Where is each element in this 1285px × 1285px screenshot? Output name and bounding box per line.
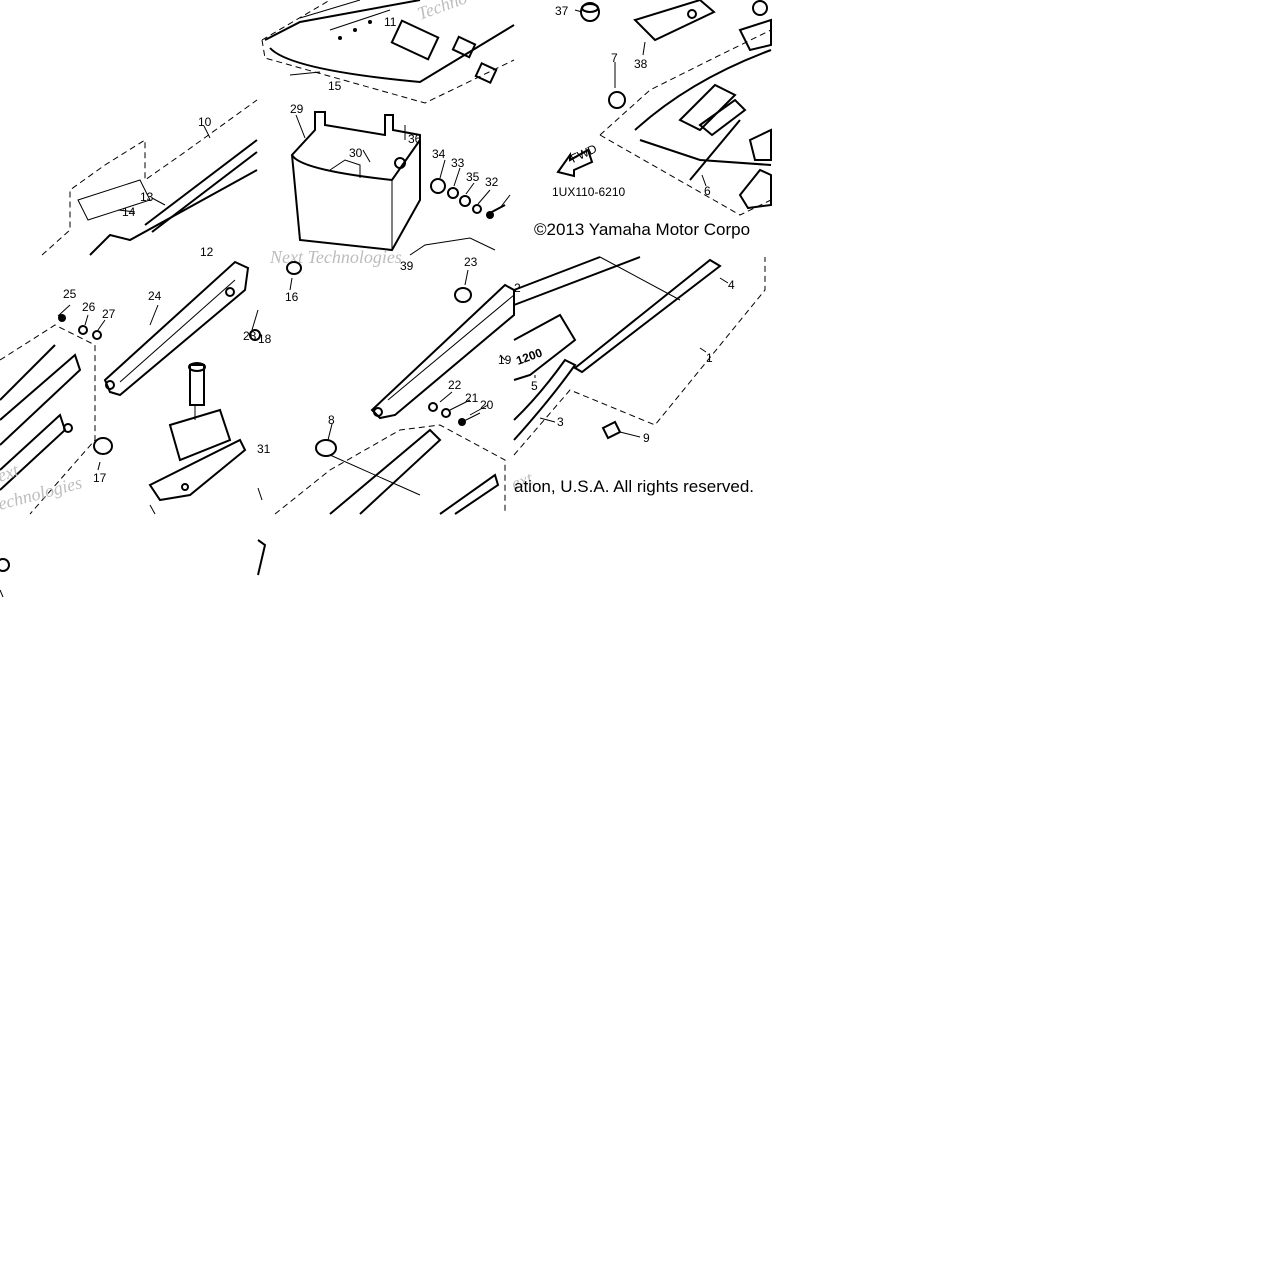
copyright-top: ©2013 Yamaha Motor Corpo [534, 220, 750, 239]
callout-17: 17 [93, 471, 107, 485]
fwd-arrow: FWD [556, 141, 599, 178]
callout-1: 1 [706, 351, 713, 365]
part-side-cover-19 [370, 283, 515, 420]
callout-15: 15 [328, 79, 342, 93]
callout-9: 9 [643, 431, 650, 445]
svg-text:Techno: Techno [415, 0, 470, 24]
callout-20: 20 [480, 398, 494, 412]
callout-2: 2 [514, 281, 521, 295]
copyright-bottom: ation, U.S.A. All rights reserved. [514, 477, 754, 496]
callout-10: 10 [198, 115, 212, 129]
callout-26: 26 [82, 300, 96, 314]
part-grommet-7 [608, 91, 626, 109]
part-grommet-23 [454, 287, 472, 303]
part-trim-strip-4 [573, 258, 722, 374]
callout-27: 27 [102, 307, 116, 321]
callout-24: 24 [148, 289, 162, 303]
callout-32: 32 [485, 175, 499, 189]
tile-rear-cover-badge: 1200 ext ation, U.S.A. All rights reserv… [509, 256, 766, 496]
callout-31: 31 [257, 442, 271, 456]
callout-30: 30 [349, 146, 363, 160]
model-badge: 1200 [514, 345, 544, 367]
callout-12: 12 [200, 245, 214, 259]
callout-5: 5 [531, 379, 538, 393]
part-grommet-8 [315, 439, 337, 457]
tile-right-cover-assembly [257, 261, 515, 576]
part-grommet-34 [430, 178, 446, 194]
callout-25: 25 [63, 287, 77, 301]
callout-19: 19 [498, 353, 512, 367]
callout-34: 34 [432, 147, 446, 161]
part-code-label: 1UX110-6210 [552, 185, 625, 199]
tile-side-cover-left [41, 99, 258, 256]
watermark-text: Next Technologies [269, 247, 402, 267]
callout-6: 6 [704, 184, 711, 198]
svg-text:ext: ext [0, 459, 22, 485]
tile-left-cover-assembly: ext echnologies [0, 260, 261, 515]
callout-7: 7 [611, 51, 618, 65]
callout-36: 36 [408, 132, 422, 146]
part-side-cover-24 [103, 260, 250, 397]
part-seat-bracket [390, 19, 440, 61]
svg-text:FWD: FWD [568, 141, 599, 165]
callout-13: 13 [140, 190, 154, 204]
tile-partial-bottom-left [0, 558, 10, 598]
callout-37: 37 [555, 4, 569, 18]
callout-8: 8 [328, 413, 335, 427]
callout-16: 16 [285, 290, 299, 304]
tile-battery-box: Next Technologies Techno [261, 0, 515, 267]
part-grommet-9 [601, 420, 622, 440]
part-side-cover-6 [634, 49, 772, 131]
callout-21: 21 [465, 391, 479, 405]
part-battery-box [290, 111, 421, 252]
part-starter-relay [148, 362, 247, 502]
callout-11: 11 [384, 15, 397, 29]
callout-38: 38 [634, 57, 648, 71]
callout-29: 29 [290, 102, 304, 116]
callout-14: 14 [122, 205, 136, 219]
callout-33: 33 [451, 156, 465, 170]
callout-4: 4 [728, 278, 735, 292]
callout-22: 22 [448, 378, 462, 392]
callout-23: 23 [464, 255, 478, 269]
tile-side-cover-right: FWD 1UX110-6210 ©2013 Yamaha Motor Corpo [534, 0, 772, 239]
callout-39: 39 [400, 259, 414, 273]
part-grommet-17 [93, 437, 113, 455]
callout-28: 28 [243, 329, 257, 343]
callout-3: 3 [557, 415, 564, 429]
callout-18: 18 [258, 332, 272, 346]
callout-labels: 1234567891011121314151617181920212223242… [63, 4, 735, 485]
part-cover-plate-38 [633, 0, 716, 42]
part-emblem-sticker [77, 179, 151, 221]
part-grommet-16 [286, 261, 302, 275]
callout-35: 35 [466, 170, 480, 184]
